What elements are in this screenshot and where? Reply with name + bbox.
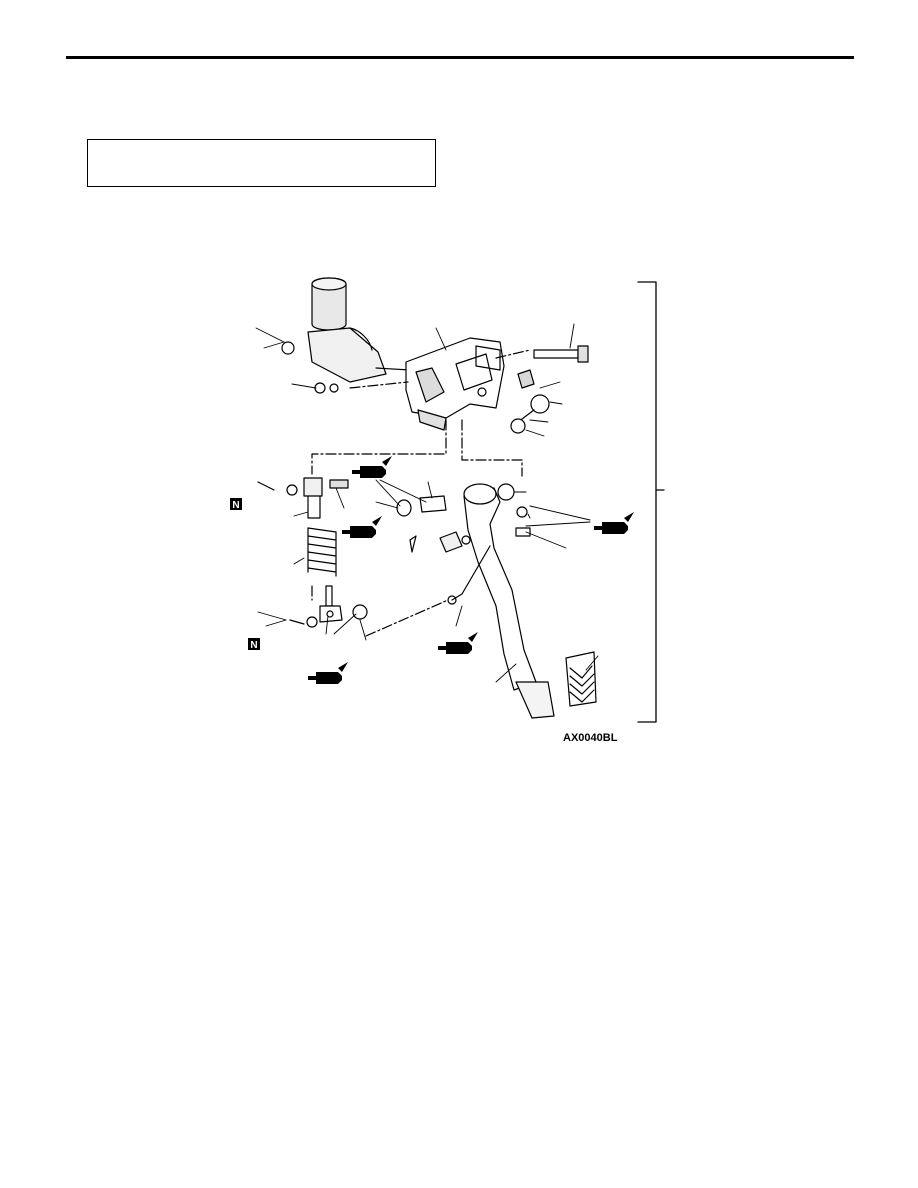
clevis-assembly [257,477,349,519]
return-spring [307,527,337,577]
header-rule [66,56,854,59]
pedal-shaft-bolt [533,345,589,363]
master-cylinder [307,277,411,383]
pedal-bushings [396,495,471,553]
figure-code: AX0040BL [563,732,618,744]
grease-icon [342,516,382,538]
alignment-lines [311,349,531,637]
leader-lines [255,323,599,683]
grease-icon [308,662,348,684]
new-part-badge-label: N [250,640,257,651]
grease-icons [308,456,634,684]
group-brace [637,281,657,723]
new-part-badge: N [248,638,260,651]
pedal-pad [565,651,597,707]
exploded-view-diagram: N N [200,270,670,760]
pedal-bracket [405,337,505,431]
new-part-badge: N [230,498,242,511]
pushrod-clevis [289,585,368,628]
exploded-view-svg: N N [230,277,665,723]
grease-icon [438,632,478,654]
clutch-pedal-arm [447,483,555,719]
caption-box [87,139,436,187]
grease-icon [352,456,392,478]
grease-icon [594,512,634,534]
new-part-badge-label: N [232,500,239,511]
